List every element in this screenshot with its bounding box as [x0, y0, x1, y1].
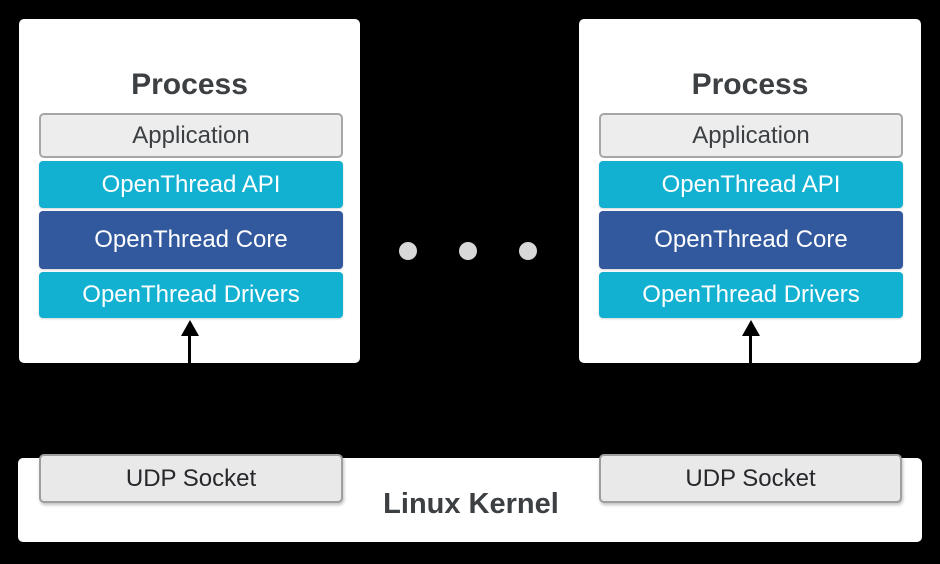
- process-title: Process: [131, 68, 248, 101]
- udp-socket-left: UDP Socket: [39, 454, 343, 503]
- layer-openthread-core: OpenThread Core: [39, 211, 343, 269]
- linux-kernel-label: Linux Kernel: [383, 488, 559, 520]
- arrow-head-icon: [742, 320, 760, 336]
- process-box-left: Process Application OpenThread API OpenT…: [19, 19, 360, 363]
- udp-socket-right: UDP Socket: [599, 454, 902, 503]
- arrow-head-icon: [181, 320, 199, 336]
- layer-openthread-drivers: OpenThread Drivers: [599, 272, 903, 318]
- process-box-right: Process Application OpenThread API OpenT…: [579, 19, 921, 363]
- layer-openthread-api: OpenThread API: [599, 161, 903, 208]
- arrow-shaft: [188, 334, 191, 456]
- layer-application: Application: [39, 113, 343, 158]
- layer-openthread-api: OpenThread API: [39, 161, 343, 208]
- ellipsis-dot: [519, 242, 537, 260]
- layer-application: Application: [599, 113, 903, 158]
- layer-openthread-drivers: OpenThread Drivers: [39, 272, 343, 318]
- ellipsis-dot: [459, 242, 477, 260]
- process-title: Process: [691, 68, 809, 101]
- ellipsis-dot: [399, 242, 417, 260]
- ellipsis-dots: [399, 242, 537, 260]
- layer-openthread-core: OpenThread Core: [599, 211, 903, 269]
- arrow-shaft: [749, 334, 752, 456]
